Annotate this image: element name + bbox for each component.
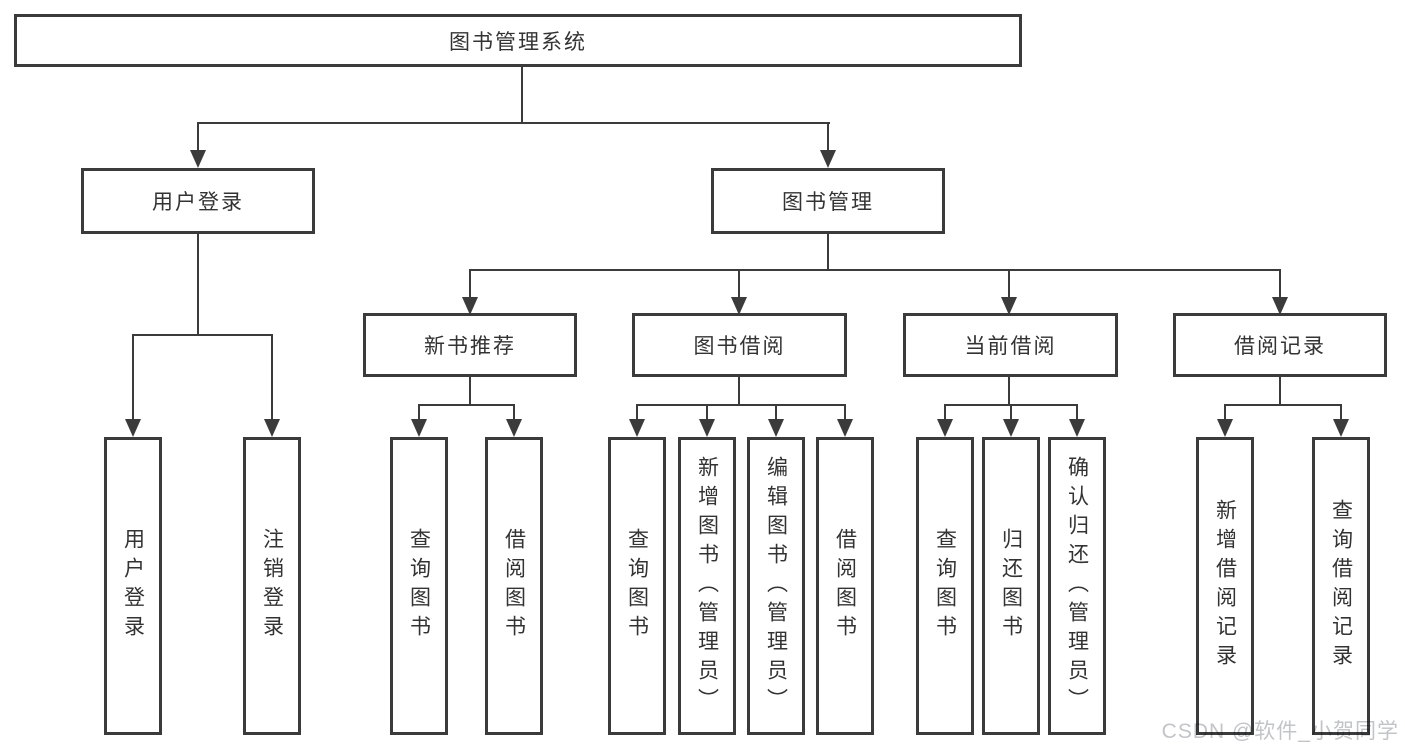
node-book-borrow: 图书借阅 [632,313,847,377]
node-label: 借阅记录 [1234,335,1326,358]
connector-line [1224,404,1226,422]
node-label: 确认归还（管理员） [1065,455,1089,717]
arrow-down-icon [264,419,280,437]
arrow-down-icon [731,297,747,315]
node-label: 图书管理系统 [449,30,587,54]
leaf-confirm-return-admin: 确认归还（管理员） [1048,437,1106,735]
node-label: 借阅图书 [502,528,526,644]
arrow-down-icon [1003,419,1019,437]
node-label: 当前借阅 [964,335,1057,358]
csdn-watermark: CSDN @软件_小贺同学 [1161,720,1399,743]
leaf-query-books-3: 查询图书 [916,437,974,735]
connector-line [636,404,846,406]
node-label: 新书推荐 [424,335,516,358]
connector-line [418,404,515,406]
connector-line [132,334,134,422]
arrow-down-icon [1001,297,1017,315]
connector-line [1008,376,1010,406]
connector-line [197,122,830,124]
connector-line [513,404,515,422]
connector-line [636,404,638,422]
connector-line [469,269,471,300]
leaf-return-book: 归还图书 [982,437,1040,735]
leaf-query-books-2: 查询图书 [608,437,666,735]
arrow-down-icon [629,419,645,437]
leaf-query-books-1: 查询图书 [390,437,448,735]
connector-line [944,404,946,422]
arrow-down-icon [1333,419,1349,437]
leaf-logout: 注销登录 [243,437,301,735]
arrow-down-icon [125,419,141,437]
node-label: 图书管理 [782,191,874,214]
connector-line [844,404,846,422]
connector-line [775,404,777,422]
node-new-book-recommend: 新书推荐 [363,313,577,377]
connector-line [1224,404,1341,406]
node-current-borrow: 当前借阅 [903,313,1118,377]
arrow-down-icon [837,419,853,437]
leaf-add-borrow-record: 新增借阅记录 [1196,437,1254,735]
connector-line [827,122,829,154]
arrow-down-icon [1217,419,1233,437]
connector-line [827,233,829,271]
leaf-borrow-books-1: 借阅图书 [485,437,543,735]
node-label: 查询图书 [933,528,957,644]
arrow-down-icon [820,150,836,168]
leaf-edit-book-admin: 编辑图书（管理员） [747,437,805,735]
connector-line [1008,269,1010,300]
leaf-user-login: 用户登录 [104,437,162,735]
connector-line [1340,404,1342,422]
leaf-query-borrow-record: 查询借阅记录 [1312,437,1370,735]
node-label: 查询图书 [625,528,649,644]
node-label: 图书借阅 [693,335,786,358]
connector-line [197,122,199,154]
node-label: 查询借阅记录 [1329,499,1353,673]
connector-line [469,376,471,406]
node-label: 归还图书 [999,528,1023,644]
node-library-system: 图书管理系统 [14,14,1022,67]
connector-line [1279,269,1281,300]
arrow-down-icon [937,419,953,437]
connector-line [1010,404,1012,422]
node-borrow-records: 借阅记录 [1173,313,1387,377]
connector-line [738,269,740,300]
arrow-down-icon [699,419,715,437]
node-label: 新增图书（管理员） [695,455,719,717]
node-user-login: 用户登录 [81,168,315,234]
node-label: 新增借阅记录 [1213,499,1237,673]
node-label: 借阅图书 [833,528,857,644]
connector-line [738,376,740,406]
arrow-down-icon [1272,297,1288,315]
arrow-down-icon [768,419,784,437]
connector-line [469,269,1281,271]
connector-line [132,334,273,336]
node-label: 用户登录 [152,191,244,214]
node-label: 用户登录 [121,528,145,644]
connector-line [197,233,199,336]
arrow-down-icon [1069,419,1085,437]
connector-line [521,66,523,123]
connector-line [418,404,420,422]
node-label: 注销登录 [260,528,284,644]
arrow-down-icon [506,419,522,437]
node-book-management: 图书管理 [711,168,945,234]
node-label: 编辑图书（管理员） [764,455,788,717]
arrow-down-icon [411,419,427,437]
leaf-add-book-admin: 新增图书（管理员） [678,437,736,735]
arrow-down-icon [190,150,206,168]
arrow-down-icon [462,297,478,315]
connector-line [271,334,273,422]
connector-line [706,404,708,422]
connector-line [1279,376,1281,406]
leaf-borrow-books-2: 借阅图书 [816,437,874,735]
connector-line [1076,404,1078,422]
node-label: 查询图书 [407,528,431,644]
